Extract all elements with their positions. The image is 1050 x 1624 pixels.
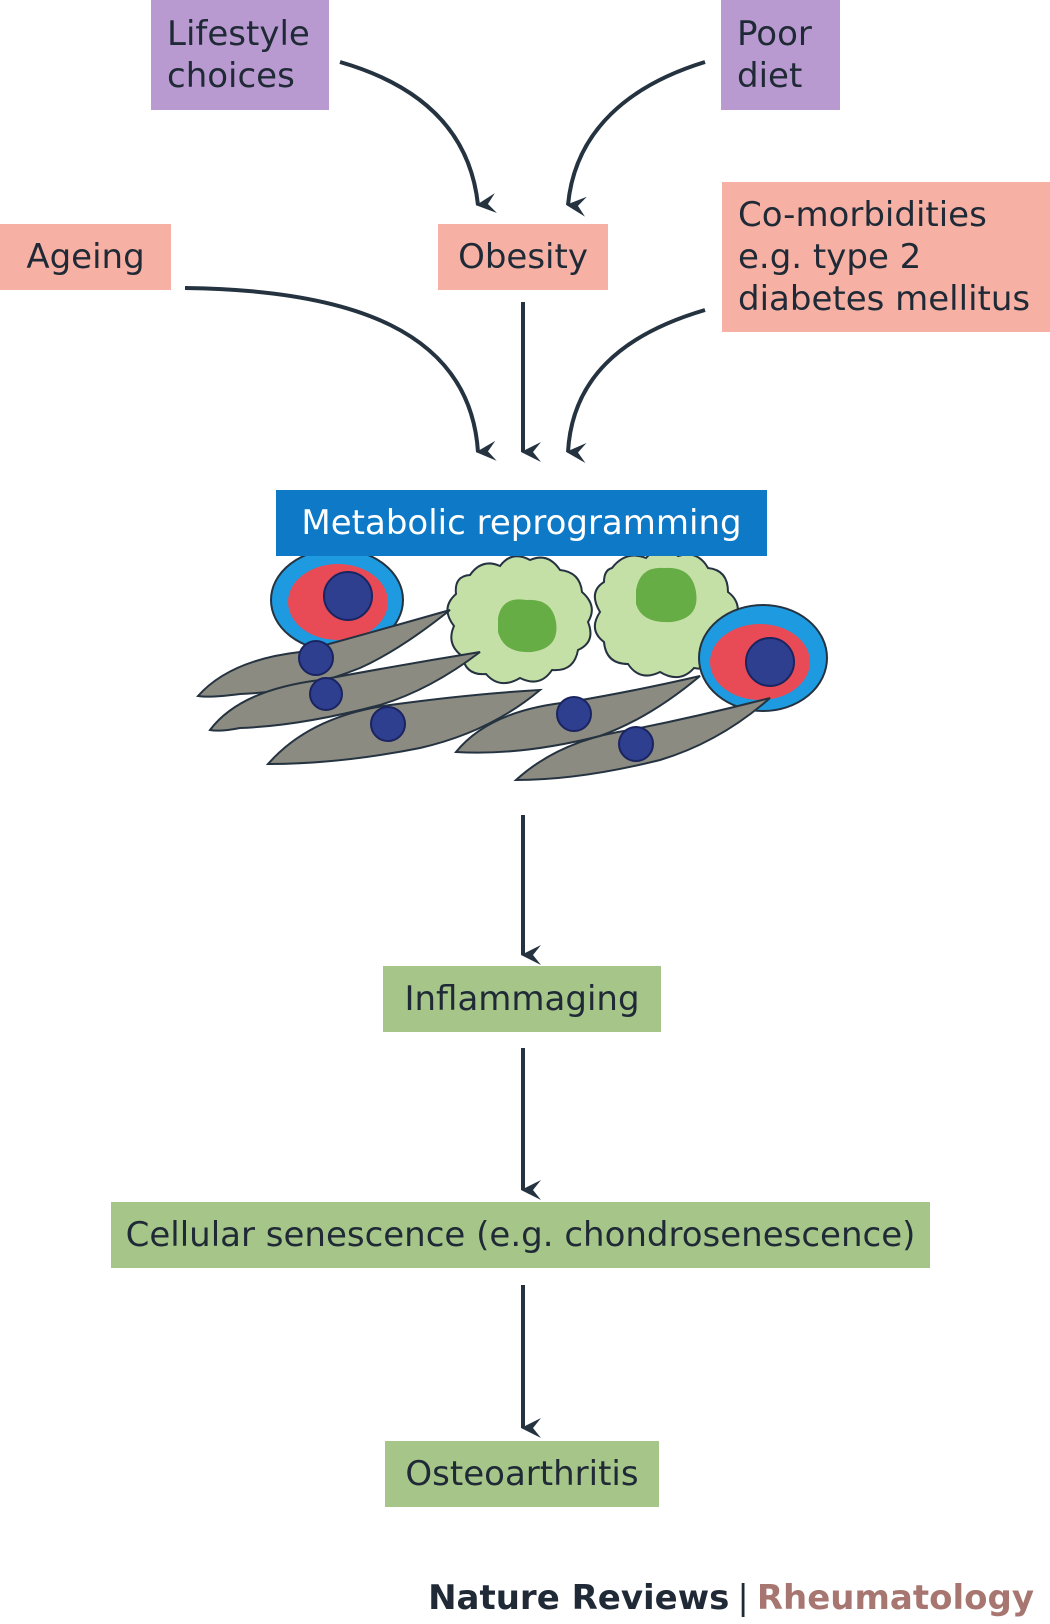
- node-lifestyle-line-2: choices: [167, 56, 295, 96]
- node-lifestyle-line-1: Lifestyle: [167, 14, 310, 54]
- node-diet-line-1: Poor: [737, 14, 812, 54]
- credit-separator: |: [737, 1578, 749, 1618]
- node-senescence-label: Cellular senescence (e.g. chondrosenesce…: [125, 1215, 916, 1255]
- journal-name: Rheumatology: [756, 1578, 1034, 1618]
- node-inflammaging: Inflammaging: [383, 966, 661, 1032]
- publisher-name: Nature Reviews: [428, 1578, 730, 1618]
- immune-cell-right: [698, 604, 828, 712]
- immune-cell-left: [270, 548, 404, 652]
- arrow-comorbidities-to-metabolic: [566, 308, 706, 463]
- node-metabolic-reprogramming: Metabolic reprogramming: [276, 490, 767, 556]
- node-lifestyle-choices: Lifestyle choices: [151, 0, 329, 110]
- node-comorbidities: Co-morbidities e.g. type 2 diabetes mell…: [722, 182, 1050, 332]
- node-cellular-senescence: Cellular senescence (e.g. chondrosenesce…: [111, 1202, 930, 1268]
- node-diet-line-2: diet: [737, 56, 803, 96]
- node-metabolic-label: Metabolic reprogramming: [301, 503, 742, 543]
- fibroblast-cell-3: [265, 688, 543, 766]
- node-poor-diet: Poor diet: [721, 0, 840, 110]
- publication-credit: Nature Reviews|Rheumatology: [428, 1578, 1034, 1618]
- node-obesity-label: Obesity: [458, 237, 588, 277]
- arrow-ageing-to-metabolic: [184, 286, 497, 461]
- fibroblast-cell-5: [513, 697, 771, 782]
- node-obesity: Obesity: [438, 224, 608, 290]
- node-ageing-label: Ageing: [26, 237, 145, 277]
- node-osteoarthritis-label: Osteoarthritis: [405, 1454, 639, 1494]
- arrow-diet-to-obesity: [566, 60, 706, 217]
- node-comorbidities-line-2: e.g. type 2: [738, 237, 922, 277]
- fibroblast-cell-2: [208, 651, 481, 732]
- arrow-lifestyle-to-obesity: [339, 60, 497, 214]
- node-comorbidities-line-3: diabetes mellitus: [738, 279, 1031, 319]
- node-osteoarthritis: Osteoarthritis: [385, 1441, 659, 1507]
- node-comorbidities-line-1: Co-morbidities: [738, 195, 987, 235]
- node-inflammaging-label: Inflammaging: [404, 979, 640, 1019]
- fibroblast-cell-1: [196, 609, 451, 698]
- cell-illustration: [196, 548, 828, 782]
- fibroblast-cell-4: [454, 675, 701, 754]
- macrophage-cell-1: [446, 555, 593, 685]
- node-ageing: Ageing: [0, 224, 171, 290]
